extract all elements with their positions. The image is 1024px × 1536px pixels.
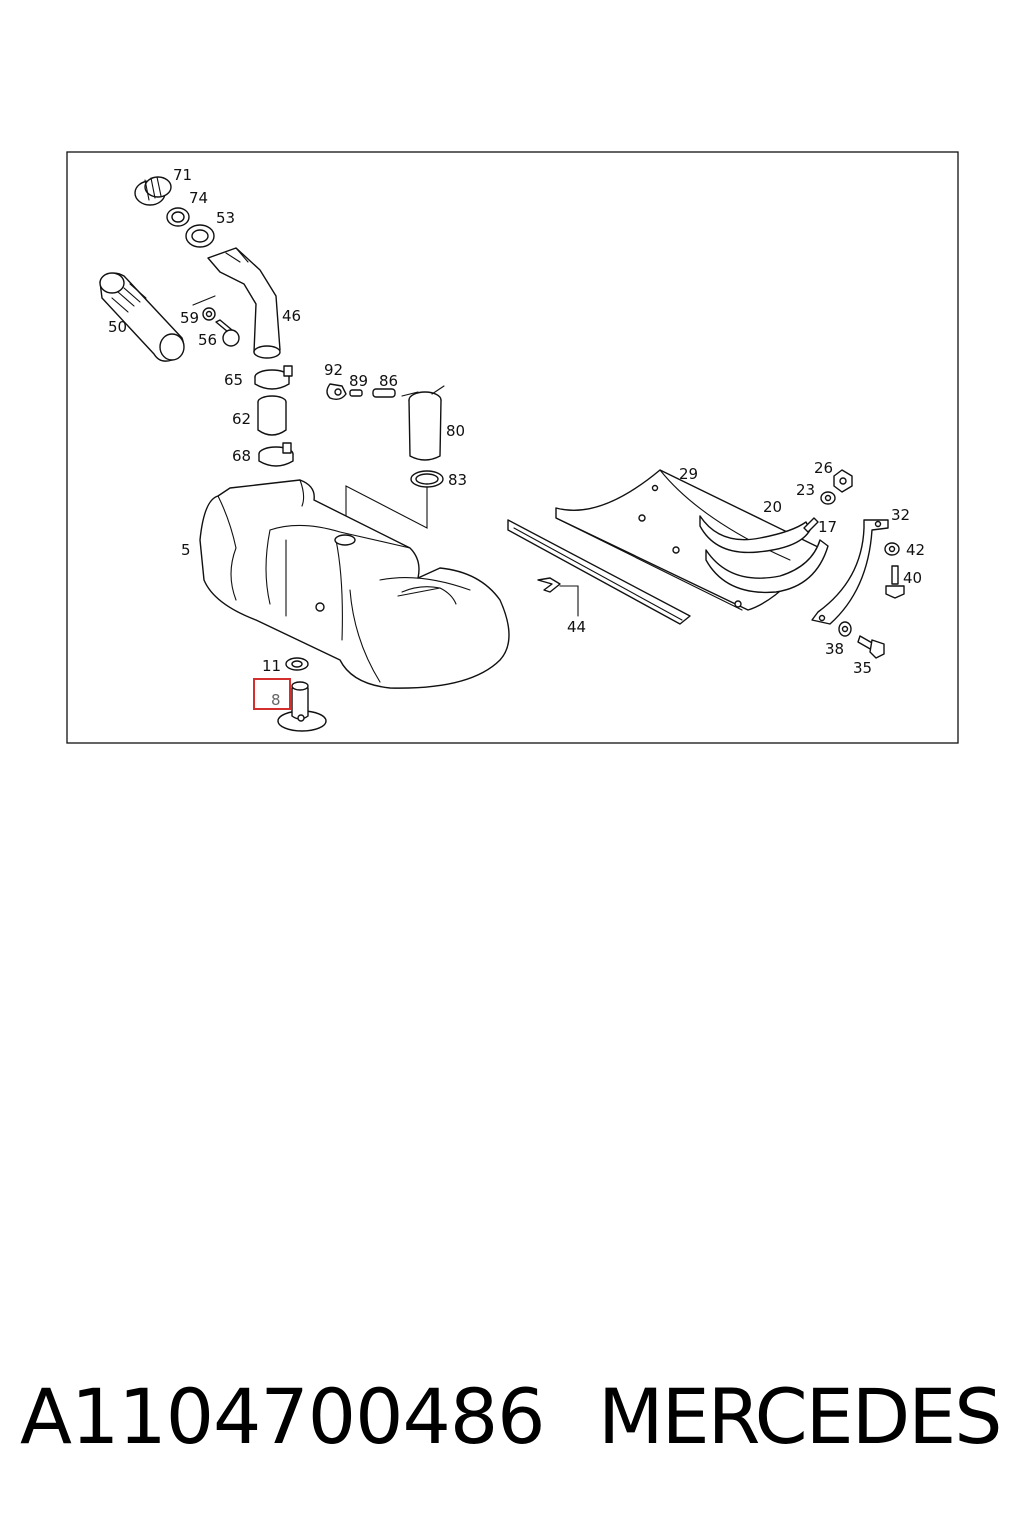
callout-80: 80 (446, 422, 465, 440)
callout-59: 59 (180, 309, 199, 327)
callout-62: 62 (232, 410, 251, 428)
callout-86: 86 (379, 372, 398, 390)
washer-11 (285, 657, 309, 671)
callout-46: 46 (282, 307, 301, 325)
callout-44: 44 (567, 618, 586, 636)
callout-32: 32 (891, 506, 910, 524)
filler-cap-71 (134, 176, 172, 206)
callout-5: 5 (181, 541, 191, 559)
callout-65: 65 (224, 371, 243, 389)
callout-50: 50 (108, 318, 127, 336)
callout-53: 53 (216, 209, 235, 227)
nut-26 (833, 469, 853, 493)
seal-ring-83 (410, 470, 444, 488)
callout-23: 23 (796, 481, 815, 499)
bolt-17 (803, 517, 819, 533)
hose-50 (99, 272, 185, 362)
diagram-frame (66, 151, 959, 744)
callout-92: 92 (324, 361, 343, 379)
callout-11: 11 (262, 657, 281, 675)
highlight-box-8 (253, 678, 291, 710)
callout-29: 29 (679, 465, 698, 483)
callout-56: 56 (198, 331, 217, 349)
leader-59-56 (192, 295, 216, 306)
hose-clamp-68 (258, 442, 294, 467)
hose-clamp-65 (254, 365, 293, 390)
callout-83: 83 (448, 471, 467, 489)
washer-38 (838, 621, 852, 637)
seal-ring-53 (185, 224, 215, 248)
fuel-sender-80 (401, 385, 445, 461)
leader-83-tank (345, 485, 428, 537)
hose-sleeve-62 (257, 395, 287, 436)
brand-name: MERCEDES (598, 1372, 1002, 1461)
callout-20: 20 (763, 498, 782, 516)
pin-89 (349, 389, 363, 397)
bolt-56 (215, 319, 240, 347)
drain-plug-8 (277, 681, 327, 732)
bracket-32 (811, 519, 889, 625)
filler-neck-46 (207, 247, 281, 359)
fuel-tank-5 (199, 479, 510, 689)
callout-17: 17 (818, 518, 837, 536)
pin-86 (372, 388, 396, 398)
callout-74: 74 (189, 189, 208, 207)
bolt-35 (857, 635, 885, 659)
callout-38: 38 (825, 640, 844, 658)
washer-23 (820, 491, 836, 505)
part-number: A1104700486 (20, 1372, 546, 1461)
callout-71: 71 (173, 166, 192, 184)
callout-26: 26 (814, 459, 833, 477)
washer-42 (884, 542, 900, 556)
part-caption: A1104700486 MERCEDES (0, 1362, 1024, 1472)
callout-68: 68 (232, 447, 251, 465)
bolt-40 (885, 565, 905, 599)
callout-42: 42 (906, 541, 925, 559)
clip-44 (537, 577, 561, 593)
leader-44 (559, 585, 579, 617)
callout-8: 8 (271, 691, 281, 709)
callout-89: 89 (349, 372, 368, 390)
callout-35: 35 (853, 659, 872, 677)
seal-ring-74 (166, 207, 190, 227)
clip-92 (326, 383, 347, 401)
rail-44 (507, 519, 691, 625)
callout-40: 40 (903, 569, 922, 587)
washer-59 (202, 307, 216, 321)
